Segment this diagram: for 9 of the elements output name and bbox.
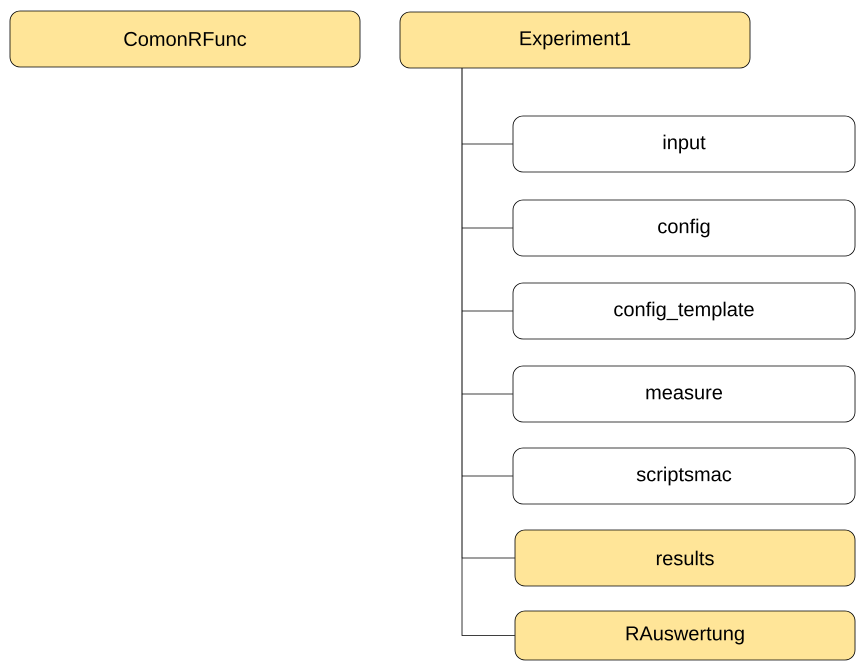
subfolder-box: scriptsmac bbox=[512, 448, 856, 504]
folder-box: results bbox=[514, 530, 856, 586]
subfolder-box: config_template bbox=[512, 282, 856, 340]
folder-box: RAuswertung bbox=[514, 610, 856, 660]
subfolder-box: measure bbox=[512, 366, 856, 422]
folder-box: ComonRFunc bbox=[10, 10, 360, 68]
subfolder-box: input bbox=[512, 116, 856, 172]
subfolder-box: config bbox=[512, 200, 856, 256]
folder-box: Experiment1 bbox=[400, 12, 750, 68]
